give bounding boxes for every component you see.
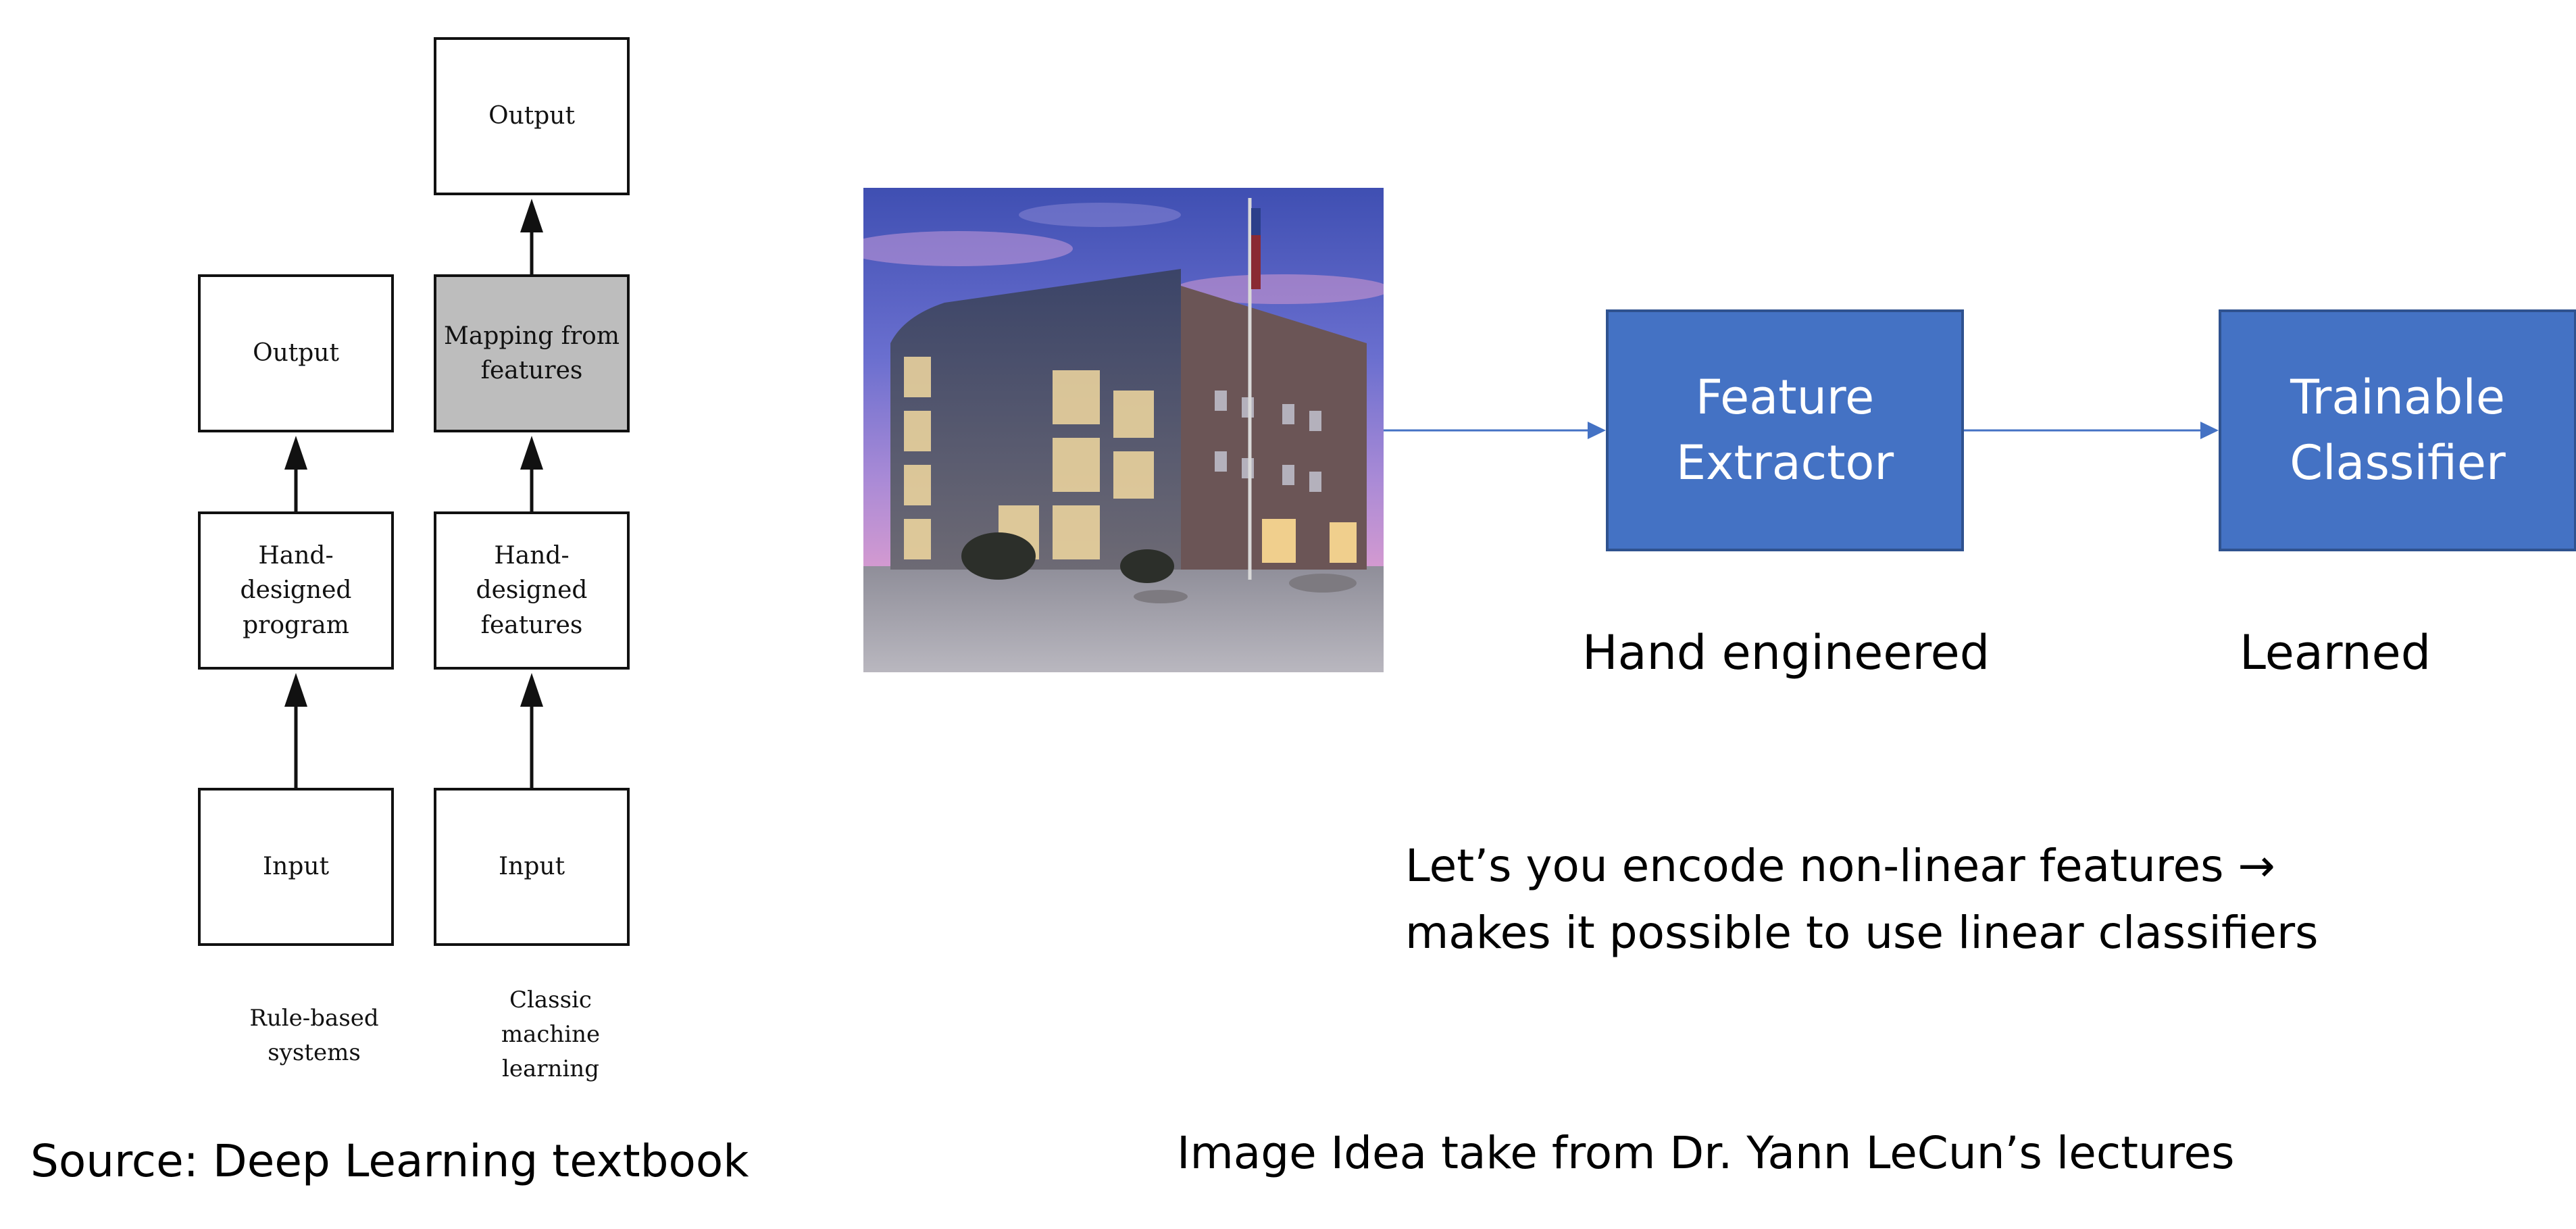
nonlinear-note-line1: Let’s you encode non-linear features → bbox=[1405, 840, 2275, 892]
classic-ml-features-box: Hand- designed features bbox=[434, 511, 630, 670]
arrowhead-photo-to-extractor bbox=[1588, 422, 1606, 439]
trainable-classifier-box: Trainable Classifier bbox=[2219, 309, 2576, 551]
nonlinear-note: Let’s you encode non-linear features → m… bbox=[1405, 832, 2319, 966]
arrowhead-rule-input-to-program bbox=[284, 673, 307, 707]
learned-caption: Learned bbox=[2240, 625, 2431, 680]
building-photo bbox=[863, 188, 1384, 672]
arrowhead-extractor-to-classifier bbox=[2200, 422, 2219, 439]
feature-extractor-label: Feature Extractor bbox=[1675, 370, 1894, 491]
classic-ml-input-box: Input bbox=[434, 788, 630, 946]
source-caption: Source: Deep Learning textbook bbox=[30, 1135, 749, 1187]
rule-based-output-box: Output bbox=[198, 274, 394, 432]
nonlinear-note-line2: makes it possible to use linear classifi… bbox=[1405, 907, 2319, 959]
rule-based-output-label: Output bbox=[253, 339, 339, 368]
image-credit: Image Idea take from Dr. Yann LeCun’s le… bbox=[1177, 1127, 2235, 1179]
feature-extractor-box: Feature Extractor bbox=[1606, 309, 1964, 551]
classic-ml-mapping-label: Mapping from features bbox=[444, 322, 620, 384]
arrowhead-classic-features-to-mapping bbox=[520, 436, 543, 470]
classic-ml-output-box: Output bbox=[434, 37, 630, 195]
arrowhead-classic-mapping-to-output bbox=[520, 199, 543, 232]
classic-ml-input-label: Input bbox=[498, 853, 565, 881]
textbook-arrows bbox=[284, 199, 543, 788]
arrowhead-rule-program-to-output bbox=[284, 436, 307, 470]
classic-ml-features-label: Hand- designed features bbox=[476, 542, 588, 639]
rule-based-program-box: Hand- designed program bbox=[198, 511, 394, 670]
building-photo-illustration bbox=[863, 188, 1384, 672]
hand-engineered-caption: Hand engineered bbox=[1582, 625, 1990, 680]
rule-based-program-label: Hand- designed program bbox=[240, 542, 352, 639]
classic-ml-caption: Classic machine learning bbox=[501, 986, 601, 1082]
rule-based-caption: Rule-based systems bbox=[249, 1005, 379, 1066]
arrowhead-classic-input-to-features bbox=[520, 673, 543, 707]
classic-ml-output-label: Output bbox=[488, 102, 575, 130]
rule-based-input-label: Input bbox=[262, 853, 330, 881]
rule-based-input-box: Input bbox=[198, 788, 394, 946]
trainable-classifier-label: Trainable Classifier bbox=[2290, 370, 2506, 491]
classic-ml-mapping-box: Mapping from features bbox=[434, 274, 630, 432]
